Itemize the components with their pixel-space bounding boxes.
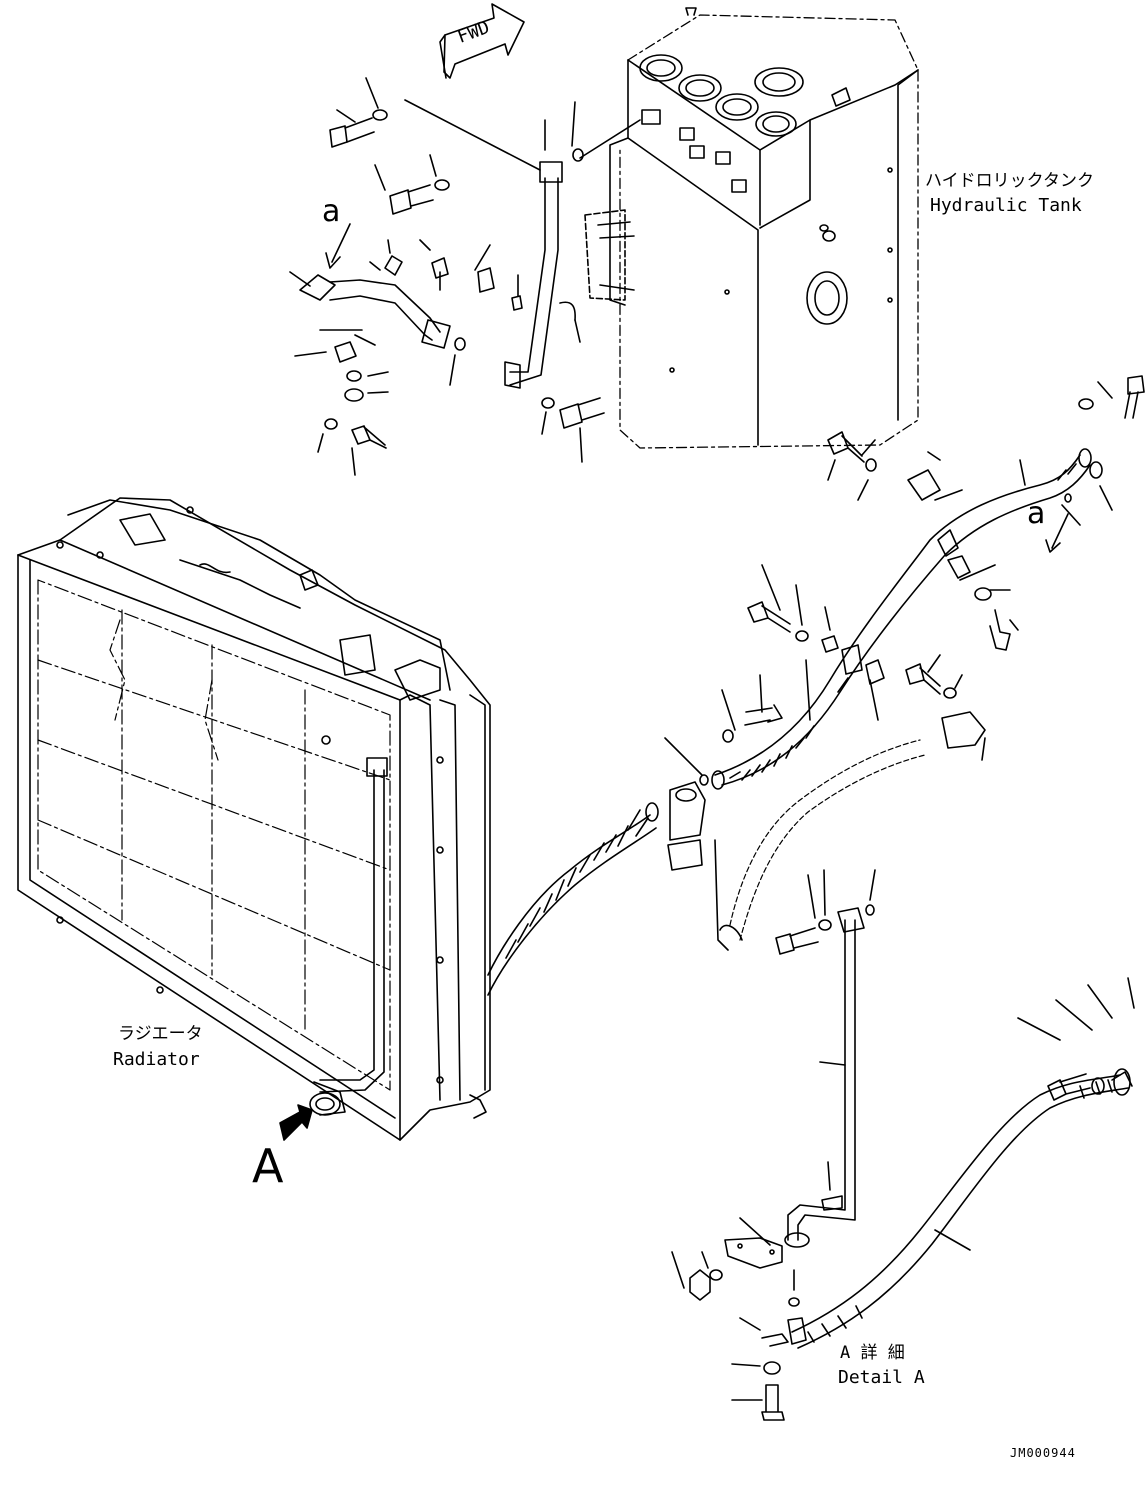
detail-a-label-jp: A 詳 細: [840, 1343, 905, 1363]
valve: [667, 781, 743, 951]
detail-a-label-en: Detail A: [838, 1367, 925, 1388]
radiator: [17, 497, 491, 1141]
detail-a: [671, 869, 1135, 1421]
reference-a-top: a: [322, 194, 341, 229]
hose-radiator-to-valve: [487, 802, 659, 996]
radiator-label-en: Radiator: [113, 1049, 200, 1070]
right-hose-assembly: [664, 375, 1145, 790]
radiator-pipe: [309, 757, 388, 1116]
hydraulic-tank-label-jp: ハイドロリックタンク: [925, 171, 1094, 191]
fwd-arrow: [439, 3, 525, 79]
view-arrow-a: [279, 1104, 313, 1141]
drawing-code: JM000944: [1010, 1446, 1076, 1460]
hydraulic-tank-label-en: Hydraulic Tank: [930, 195, 1082, 216]
reference-a-right: a: [1027, 496, 1046, 531]
hydraulic-tank: [584, 7, 919, 449]
phantom-hose: [729, 739, 926, 941]
top-pipe-assembly: [289, 77, 641, 476]
radiator-label-jp: ラジエータ: [118, 1024, 203, 1044]
view-a-label: A: [252, 1139, 284, 1193]
